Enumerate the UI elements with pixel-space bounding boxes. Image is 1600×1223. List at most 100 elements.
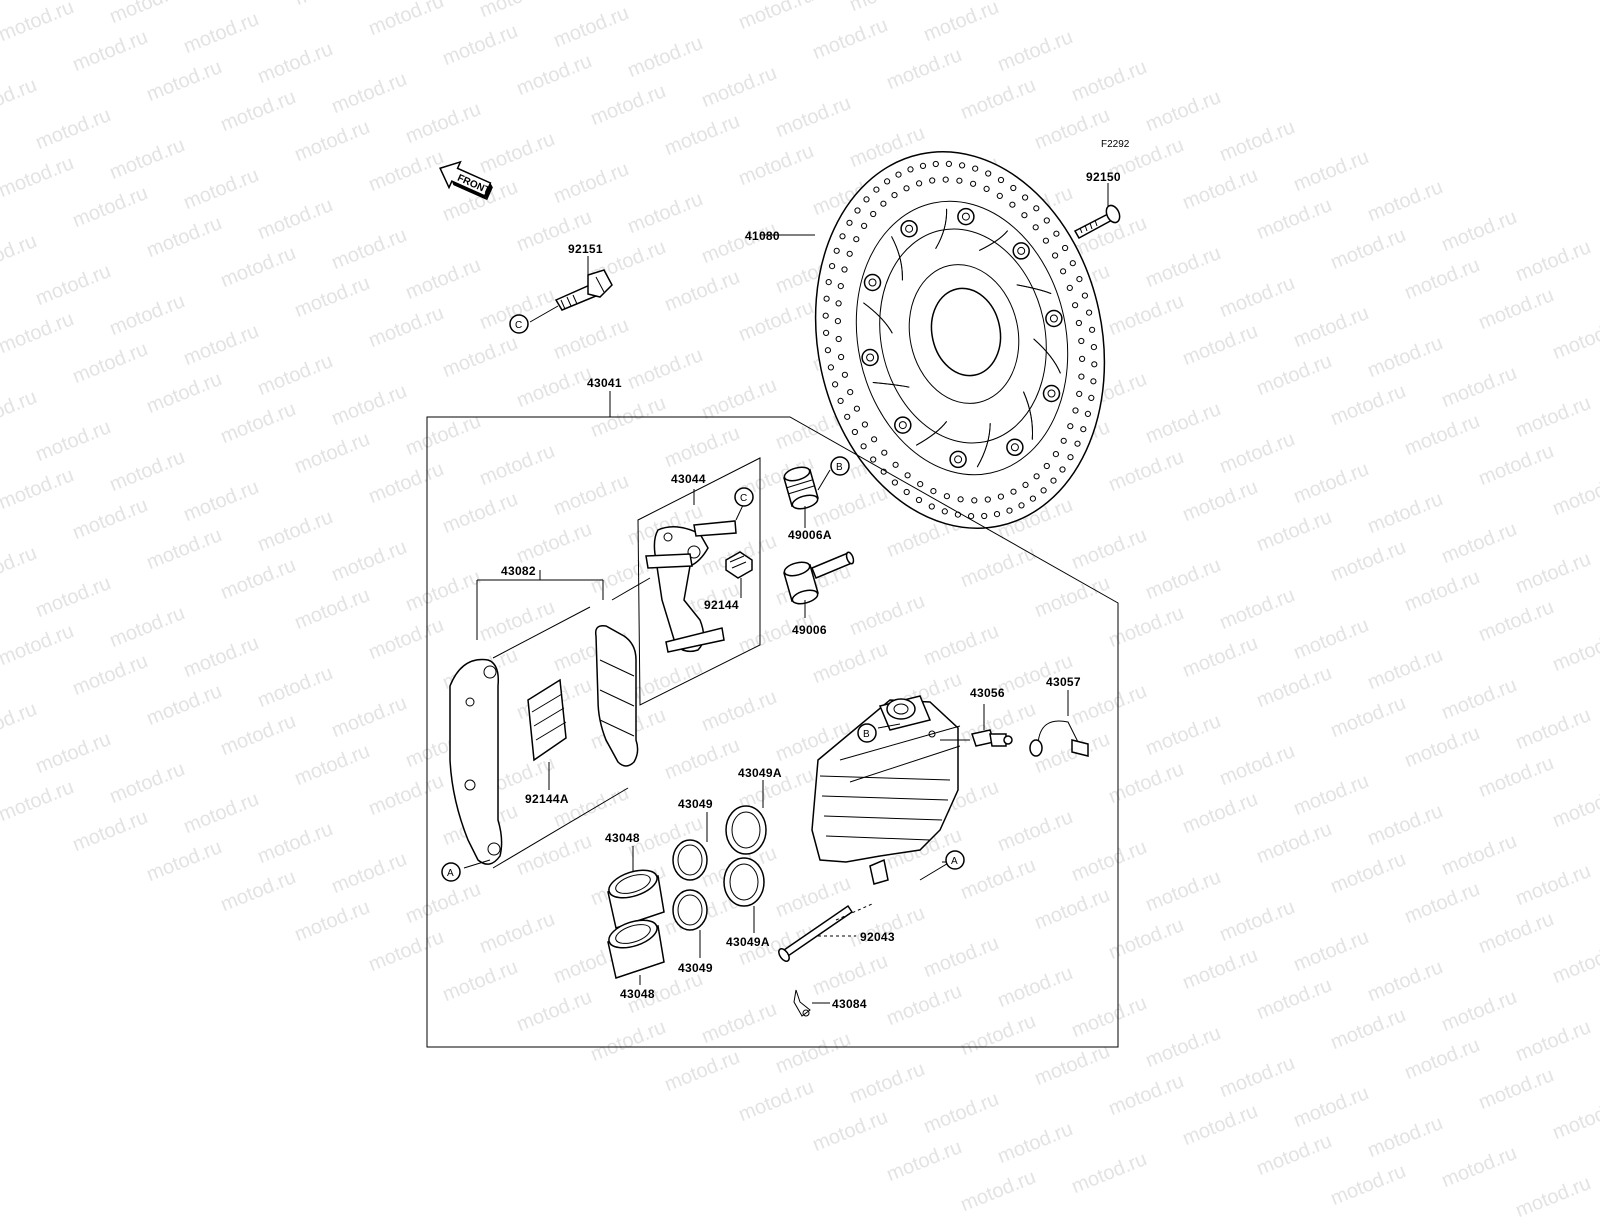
diagram-ref-code: F2292 [1101,139,1130,150]
disc-vent-hole [1089,326,1096,333]
disc-vent-hole [1032,224,1039,231]
disc-vent-hole [880,200,887,207]
callout-c-top: C [509,314,529,334]
disc-vent-hole [903,488,910,496]
disc-vent-hole [1078,373,1085,380]
piston-seal-top [672,839,708,881]
disc-vent-hole [943,493,951,500]
disc-vent-hole [838,353,845,361]
disc-vent-hole [996,192,1003,199]
label-43049-top: 43049 [678,797,713,811]
disc-vent-hole [1029,495,1037,502]
disc-vent-hole [956,177,963,184]
disc-vent-hole [1022,194,1029,201]
disc-vent-hole [1009,201,1016,208]
disc-vent-hole [917,481,924,488]
caliper-mount-bolt [554,269,613,311]
disc-rivet-center [898,421,907,430]
label-43049A-top: 43049A [738,766,782,780]
disc-vent-hole [1075,319,1083,327]
svg-text:C: C [740,493,747,504]
disc-rivet-center [1047,389,1056,398]
disc-vent-hole [1067,423,1074,430]
disc-vent-hole [1081,292,1089,299]
disc-rivet [1042,384,1061,403]
disc-spoke-slot-inner [976,423,991,468]
disc-vent-hole [834,318,842,325]
pad-pin-clip [793,989,811,1017]
disc-vent-hole [825,279,832,286]
disc-vent-hole [891,479,899,486]
disc-vent-hole [861,421,869,428]
disc-vent-hole [1053,230,1060,237]
label-43044: 43044 [671,472,706,486]
disc-vent-hole [1018,502,1025,509]
disc-vent-hole [981,512,988,520]
disc-vent-hole [1050,477,1057,484]
disc-vent-hole [895,171,902,178]
disc-vent-hole [884,178,891,185]
disc-vent-hole [1076,276,1083,283]
disc-vent-hole [1059,466,1066,473]
caliper-bracket [645,520,737,653]
disc-vent-hole [846,219,853,226]
disc-vent-hole [823,295,830,302]
disc-bolt [1073,204,1121,240]
disc-rivet [1045,309,1063,328]
disc-vent-hole [871,436,878,443]
disc-rivet [863,273,882,292]
disc-vent-hole [907,166,914,173]
disc-vent-hole [870,210,877,218]
disc-vent-hole [1091,361,1098,368]
disc-vent-hole [959,162,966,169]
disc-rivet [1006,438,1024,457]
disc-vent-hole [823,329,830,336]
disc-vent-hole [929,177,936,184]
disc-vent-hole [916,180,923,187]
label-92151: 92151 [568,242,603,256]
caliper-piston-top [607,869,665,929]
disc-vent-hole [997,493,1005,500]
svg-text:B: B [863,729,870,740]
piston-dust-seal-bottom [723,857,765,907]
disc-vent-hole [970,180,977,187]
disc-spoke-slot-inner [916,421,947,446]
disc-vent-hole [853,236,860,243]
disc-vent-hole [957,496,964,503]
disc-rivet-center [954,455,963,464]
disc-rivet-center [1049,314,1058,323]
disc-vent-hole [846,250,853,257]
label-92144: 92144 [704,598,739,612]
disc-vent-hole [1043,217,1050,224]
disc-vent-hole [854,207,861,214]
disc-vent-hole [837,397,844,404]
disc-rivet-center [866,353,875,362]
label-43048-bottom: 43048 [620,987,655,1001]
disc-vent-hole [1090,378,1097,385]
pad-pin [778,904,854,962]
disc-vent-hole [1072,407,1079,414]
slide-pin-boot [783,551,855,605]
caliper-piston-bottom [607,919,665,979]
disc-vent-hole [827,364,835,371]
disc-spoke-slot-inner [979,230,1008,251]
disc-vent-hole [983,185,990,192]
label-43056: 43056 [970,686,1005,700]
disc-vent-hole [1084,410,1092,417]
label-92150: 92150 [1086,170,1121,184]
label-49006: 49006 [792,623,827,637]
disc-vent-hole [942,176,949,183]
disc-vent-hole [853,405,861,412]
disc-vent-hole [993,510,1001,518]
disc-vent-hole [1010,184,1017,192]
disc-vent-hole [835,300,842,307]
disc-rivet-center [961,212,970,221]
piston-dust-seal-top [725,805,767,855]
disc-vent-hole [1022,481,1029,488]
disc-vent-hole [1072,302,1079,309]
disc-vent-hole [1006,507,1013,514]
disc-vent-hole [1066,284,1073,291]
disc-vent-hole [971,497,978,504]
disc-vent-hole [833,247,840,254]
disc-vent-hole [932,160,939,168]
